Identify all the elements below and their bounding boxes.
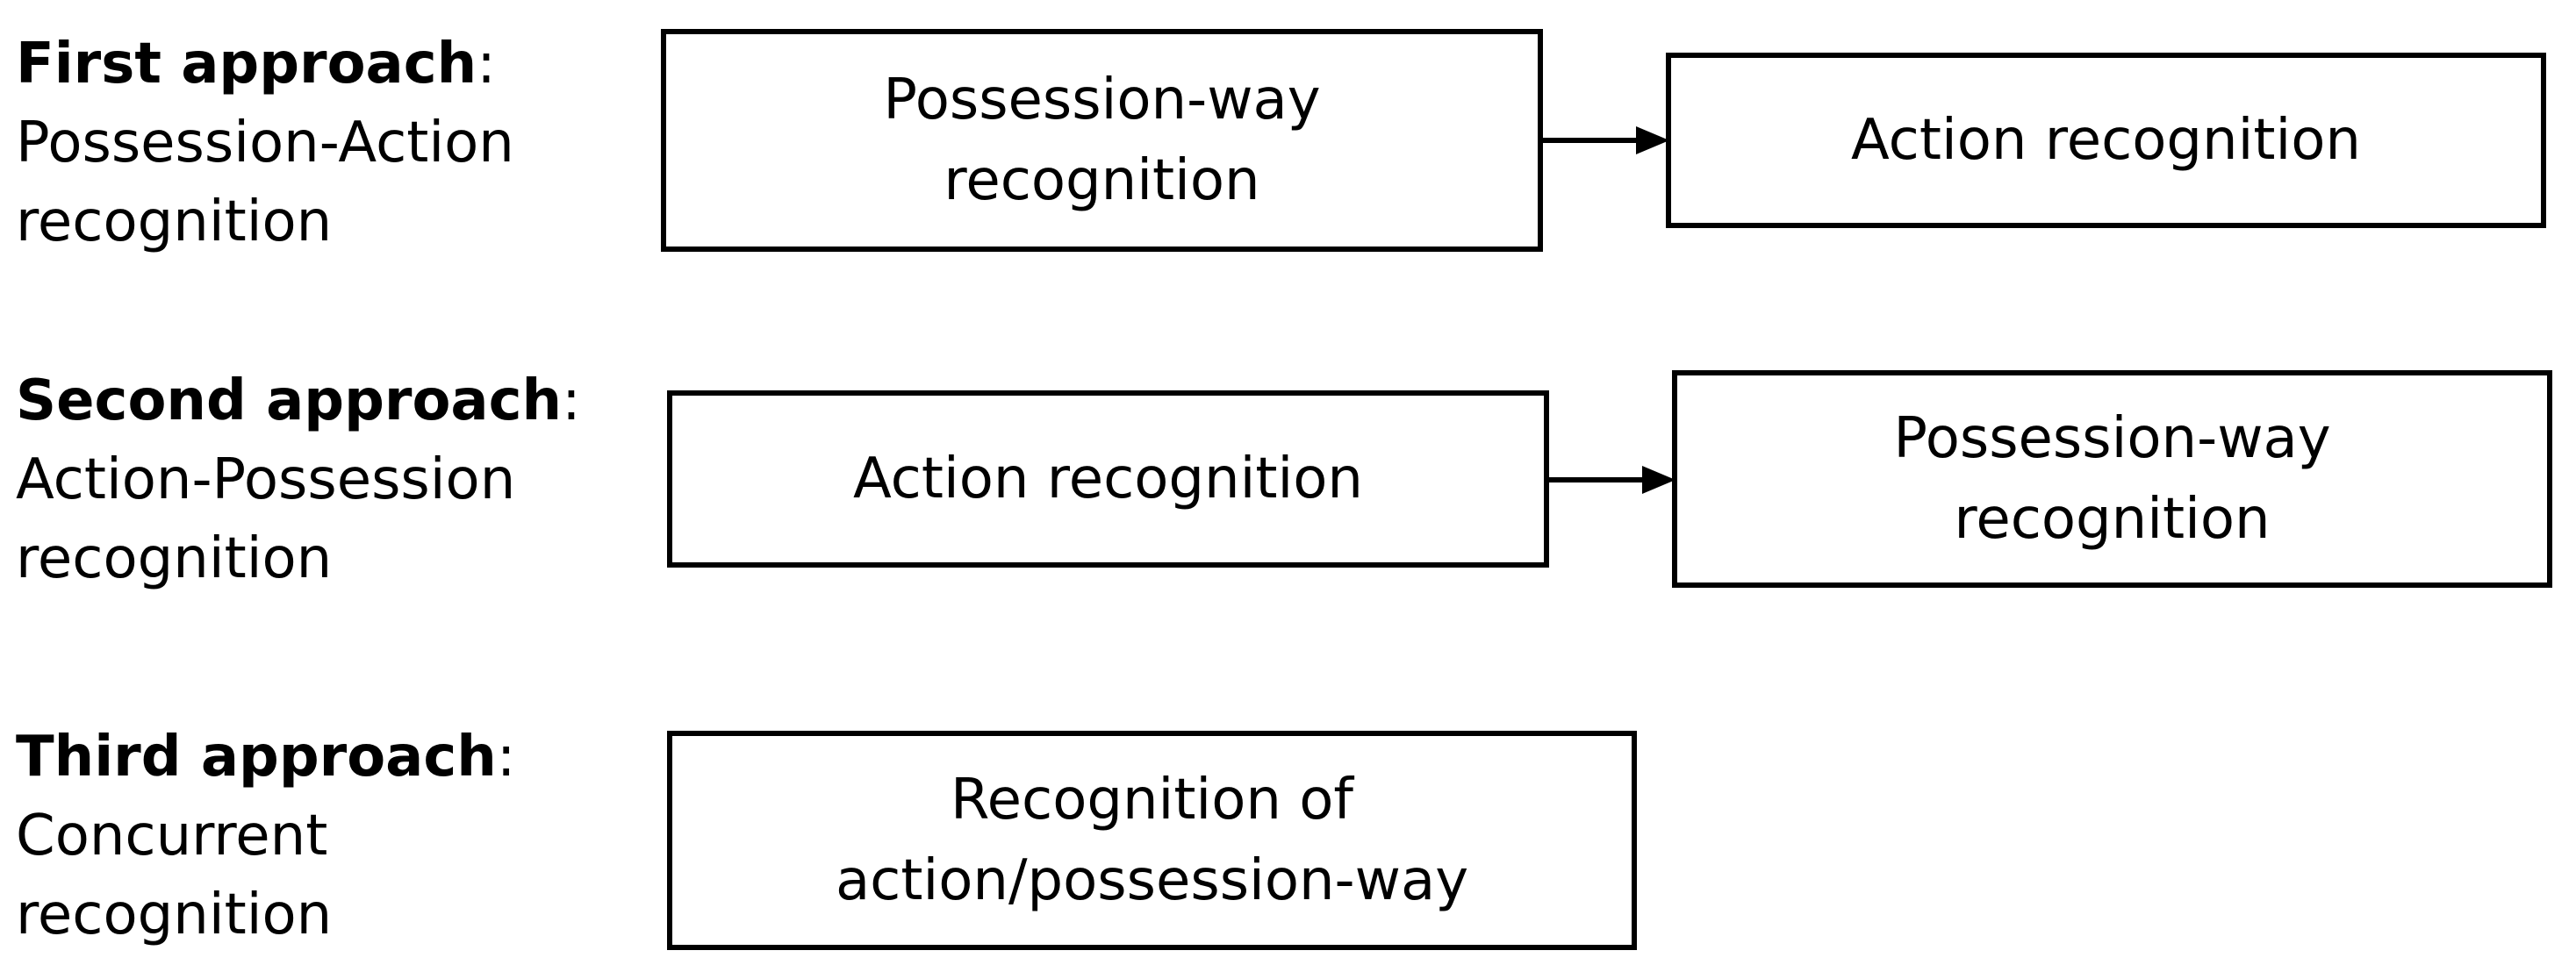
approach-colon-first: : [477, 32, 496, 96]
step-box-first-1: Possession-way recognition [661, 29, 1543, 252]
approach-title-second: Second approach [16, 368, 563, 433]
step-text-first-1-line-2: recognition [944, 148, 1260, 213]
step-text-second-2: Possession-way recognition [1893, 398, 2330, 560]
step-text-third-1: Recognition of action/possession-way [836, 760, 1468, 921]
approach-title-first: First approach [16, 32, 477, 96]
approach-label-third: Third approach: Concurrent recognition [16, 718, 515, 954]
arrow-first [1543, 126, 1669, 154]
step-text-second-2-line-2: recognition [1954, 487, 2271, 552]
step-box-third-1: Recognition of action/possession-way [667, 731, 1637, 950]
step-text-second-1: Action recognition [853, 447, 1363, 511]
approach-subtitle-first-line-1: Possession-Action [16, 111, 514, 175]
approach-colon-second: : [562, 368, 581, 433]
step-box-second-1: Action recognition [667, 390, 1549, 568]
step-text-first-2: Action recognition [1851, 108, 2361, 173]
step-text-third-1-line-2: action/possession-way [835, 848, 1469, 913]
step-text-first-1: Possession-way recognition [883, 60, 1320, 221]
approach-subtitle-second-line-2: recognition [16, 526, 333, 591]
approach-label-first: First approach: Possession-Action recogn… [16, 25, 514, 261]
approach-subtitle-third-line-1: Concurrent [16, 804, 328, 868]
approach-subtitle-third-line-2: recognition [16, 883, 333, 947]
approach-subtitle-first-line-2: recognition [16, 189, 333, 254]
approach-title-third: Third approach [16, 725, 497, 790]
approach-heading-third: Third approach: [16, 718, 515, 797]
approach-subtitle-second-line-1: Action-Possession [16, 447, 516, 512]
approach-label-second: Second approach: Action-Possession recog… [16, 361, 581, 598]
approach-heading-second: Second approach: [16, 361, 581, 440]
arrow-second-head [1642, 466, 1675, 494]
approach-heading-first: First approach: [16, 25, 514, 104]
step-box-second-2: Possession-way recognition [1672, 370, 2552, 588]
step-text-first-1-line-1: Possession-way [883, 68, 1321, 132]
arrow-second [1549, 466, 1675, 494]
step-text-third-1-line-1: Recognition of [951, 768, 1353, 833]
step-text-second-2-line-1: Possession-way [1893, 406, 2331, 471]
arrow-first-head [1636, 126, 1669, 154]
approach-colon-third: : [496, 725, 516, 790]
step-box-first-2: Action recognition [1666, 53, 2546, 228]
